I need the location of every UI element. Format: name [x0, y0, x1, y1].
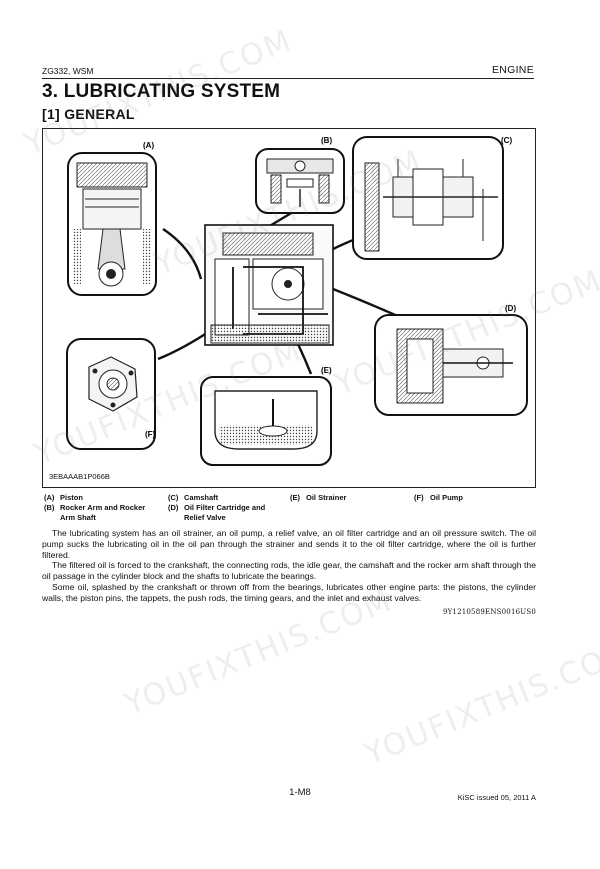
header-divider: [42, 78, 534, 79]
figure-label-d: (D): [505, 304, 516, 313]
paragraph-3: Some oil, splashed by the crankshaft or …: [42, 581, 536, 603]
inset-c-camshaft: [352, 136, 504, 260]
legend-item-d: (D) Oil Filter Cartridge and Relief Valve: [168, 503, 284, 523]
lubrication-system-figure: (A) (B) (C) (D) (E) (F) 3EBAAAB1P066B: [42, 128, 536, 488]
figure-label-a: (A): [143, 141, 154, 150]
figure-label-f: (F): [145, 430, 156, 439]
legend-item-b: (B) Rocker Arm and Rocker Arm Shaft: [44, 503, 152, 523]
legend-value: Piston: [60, 493, 83, 502]
legend-item-f: (F) Oil Pump: [414, 493, 463, 503]
paragraph-2: The filtered oil is forced to the cranks…: [42, 560, 536, 582]
issue-info: KiSC issued 05, 2011 A: [457, 793, 536, 802]
description-text: The lubricating system has an oil strain…: [42, 528, 536, 604]
legend-value: Oil Filter Cartridge and Relief Valve: [184, 503, 266, 522]
legend-value: Camshaft: [184, 493, 219, 502]
inset-a-piston: [67, 152, 157, 296]
legend-key: (C): [168, 493, 179, 502]
watermark: YOUFIXTHIS.COM: [120, 583, 398, 723]
legend-value: Oil Pump: [430, 493, 463, 502]
legend-value: Rocker Arm and Rocker Arm Shaft: [60, 503, 146, 522]
header-section-name: ENGINE: [491, 64, 534, 76]
figure-label-e: (E): [321, 366, 332, 375]
page-number: 1-M8: [289, 787, 311, 798]
legend-item-a: (A) Piston: [44, 493, 83, 503]
inset-e-oil-strainer: [200, 376, 332, 466]
legend-key: (B): [44, 503, 55, 512]
paragraph-1: The lubricating system has an oil strain…: [42, 528, 536, 560]
legend-key: (A): [44, 493, 55, 502]
figure-label-b: (B): [321, 136, 332, 145]
reference-code: 9Y1210589ENS0016US0: [442, 608, 536, 616]
legend-item-e: (E) Oil Strainer: [290, 493, 346, 503]
legend-item-c: (C) Camshaft: [168, 493, 218, 503]
inset-b-rocker-arm: [255, 148, 345, 214]
header-document-code: ZG332, WSM: [42, 66, 94, 76]
inset-d-oil-filter: [374, 314, 528, 416]
engine-block: [204, 224, 334, 346]
section-title: 3. LUBRICATING SYSTEM: [42, 81, 281, 102]
watermark: YOUFIXTHIS.COM: [360, 633, 600, 773]
legend-key: (D): [168, 503, 179, 512]
legend-value: Oil Strainer: [306, 493, 347, 502]
subsection-title: [1] GENERAL: [42, 106, 135, 122]
engine-diagram: (A) (B) (C) (D) (E) (F): [66, 136, 528, 466]
legend-key: (E): [290, 493, 300, 502]
figure-code: 3EBAAAB1P066B: [49, 472, 110, 481]
legend-key: (F): [414, 493, 424, 502]
figure-label-c: (C): [501, 136, 512, 145]
inset-f-oil-pump: [66, 338, 156, 450]
figure-legend: (A) Piston (B) Rocker Arm and Rocker Arm S…: [42, 493, 536, 527]
